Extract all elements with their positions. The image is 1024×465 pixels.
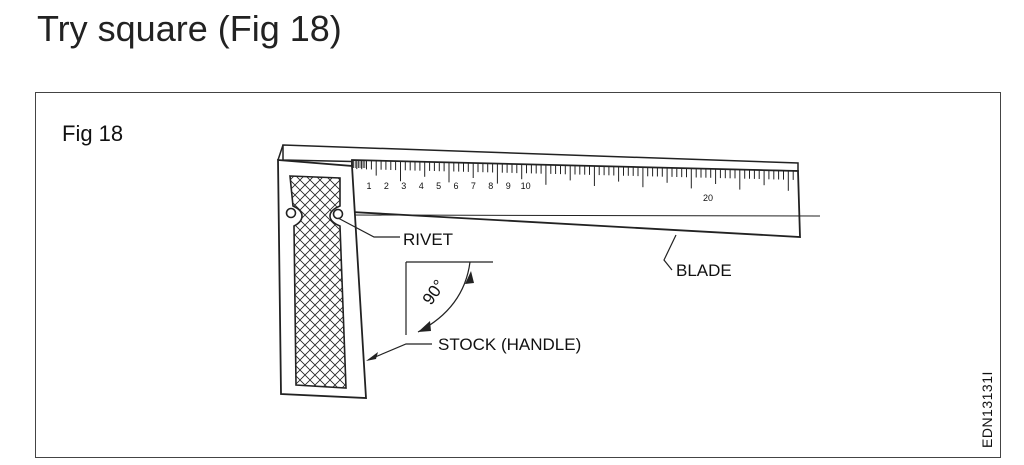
rivet-leader <box>337 217 400 238</box>
scale-number: 9 <box>506 181 511 191</box>
scale-number: 4 <box>419 181 424 191</box>
blade: 1 2 3 4 5 6 7 8 9 10 20 <box>282 144 821 238</box>
scale-number: 1 <box>366 181 371 191</box>
scale-number: 6 <box>453 181 458 191</box>
figure-label: Fig 18 <box>62 121 124 146</box>
blade-label: BLADE <box>676 261 732 280</box>
blade-leader <box>663 234 677 271</box>
rivet-label: RIVET <box>403 230 453 249</box>
blade-scale-numbers: 1 2 3 4 5 6 7 8 9 10 20 <box>366 181 713 203</box>
scale-number: 5 <box>436 181 441 191</box>
rivet-right <box>332 208 344 220</box>
rivet-left <box>285 207 297 219</box>
scale-number: 10 <box>521 181 531 191</box>
scale-number: 20 <box>703 193 713 203</box>
scale-number: 8 <box>488 181 493 191</box>
stock-leader-arrow <box>366 352 378 361</box>
scale-number: 3 <box>401 181 406 191</box>
page-title: Try square (Fig 18) <box>37 8 342 49</box>
stock-label: STOCK (HANDLE) <box>438 335 581 354</box>
stock-handle <box>277 144 367 399</box>
scale-number: 2 <box>384 181 389 191</box>
right-angle-indicator <box>405 261 493 335</box>
scale-number: 7 <box>471 181 476 191</box>
angle-label: 90° <box>419 276 449 308</box>
figure-frame: Fig 18 EDN13131I <box>35 92 1001 458</box>
stock-leader <box>367 343 432 361</box>
